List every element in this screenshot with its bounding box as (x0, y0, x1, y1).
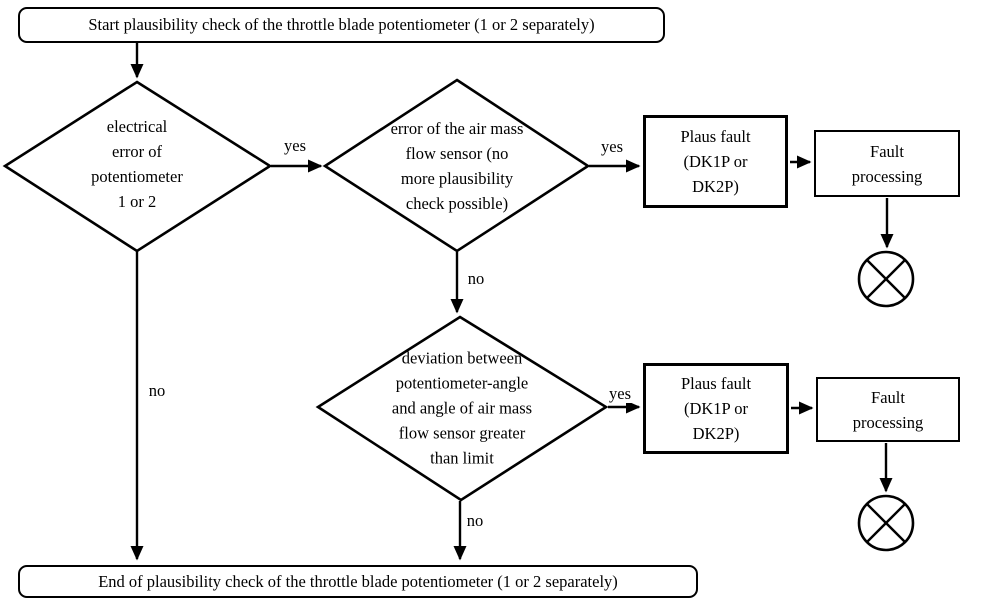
edge-label-yes-3: yes (607, 384, 633, 403)
decision-air-mass-error-shape (322, 78, 591, 253)
edge-label-no-2: no (464, 511, 486, 530)
edge-label-no-3: no (146, 381, 168, 400)
decision-deviation-shape (315, 315, 609, 502)
edge-label-yes-2: yes (599, 137, 625, 156)
crossed-circle-1-diagonal-b (866, 259, 906, 299)
edge-label-yes-1: yes (282, 136, 308, 155)
edge-label-no-1: no (465, 269, 487, 288)
start-node: Start plausibility check of the throttle… (18, 7, 665, 43)
fault-processing-1-node: Fault processing (814, 130, 960, 197)
crossed-circle-2-diagonal-b (866, 503, 906, 543)
fault-processing-2-node: Fault processing (816, 377, 960, 442)
decision-electrical-error-label: electrical error of potentiometer 1 or 2 (91, 117, 183, 211)
plaus-fault-2-node: Plaus fault (DK1P or DK2P) (643, 363, 789, 454)
end-node: End of plausibility check of the throttl… (18, 565, 698, 598)
decision-deviation-label: deviation between potentiometer-angle an… (391, 348, 533, 468)
plaus-fault-1-node: Plaus fault (DK1P or DK2P) (643, 115, 788, 208)
decision-air-mass-error-label: error of the air mass flow sensor (no mo… (390, 119, 524, 213)
